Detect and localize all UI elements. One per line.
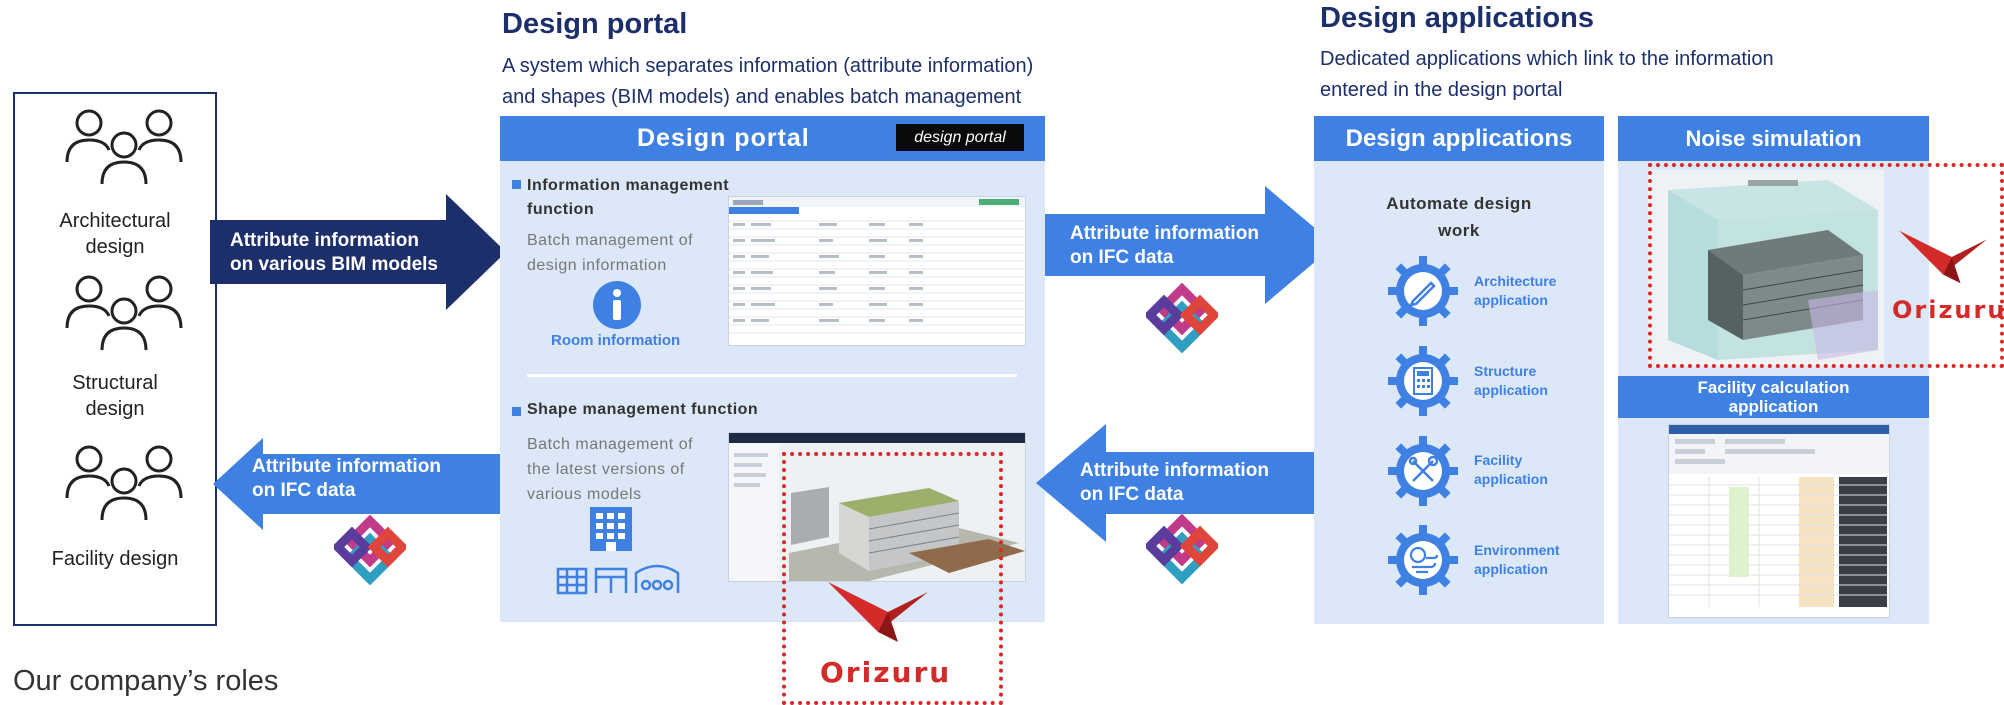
portal-bar-title: Design portal: [637, 124, 810, 152]
app-line: Facility: [1474, 452, 1523, 468]
automate-label: Automate design work: [1314, 190, 1604, 244]
facility-calc-thumbnail: [1669, 425, 1889, 607]
facility-calc-line: application: [1728, 397, 1819, 416]
facility-app-label: Facility application: [1474, 451, 1548, 489]
arrow-line: on IFC data: [1080, 484, 1184, 505]
role-label-architectural: Architectural design: [15, 208, 215, 260]
ifc-logo-icon: [1146, 514, 1218, 584]
arrow-ifc-left-label: Attribute information on IFC data: [252, 455, 441, 503]
info-management-title: Information management function: [527, 174, 729, 222]
orizuru-brand-label: Orizuru: [1892, 296, 2004, 324]
info-screenshot: [728, 196, 1026, 346]
people-icon: [65, 445, 183, 520]
automate-line: work: [1438, 221, 1480, 240]
roles-box: Architectural design Structural design F…: [13, 92, 217, 626]
arrow-bim-label: Attribute information on various BIM mod…: [230, 229, 438, 277]
ifc-logo-icon: [1146, 283, 1218, 353]
shape-management-title: Shape management function: [527, 401, 759, 418]
arrow-line: on various BIM models: [230, 254, 438, 275]
desc-line: entered in the design portal: [1320, 79, 1563, 101]
portal-divider: [527, 374, 1017, 377]
app-line: Architecture: [1474, 273, 1557, 289]
arrow-line: on IFC data: [1070, 247, 1174, 268]
role-line: Architectural: [59, 210, 171, 232]
orizuru-brand-label: Orizuru: [820, 656, 952, 689]
room-information-label: Room information: [551, 332, 681, 349]
environment-app-label: Environment application: [1474, 541, 1560, 579]
tools-gear-icon: [1388, 436, 1458, 506]
desc-line: various models: [527, 486, 642, 503]
architecture-app-label: Architecture application: [1474, 272, 1556, 310]
title-line: function: [527, 201, 595, 218]
role-label-structural: Structural design: [15, 370, 215, 422]
role-line: design: [85, 236, 145, 258]
facility-calc-screenshot: [1668, 424, 1890, 618]
title-line: Information management: [527, 177, 730, 194]
calculator-gear-icon: [1388, 346, 1458, 416]
shape-management-desc: Batch management of the latest versions …: [527, 432, 693, 507]
portal-description: A system which separates information (at…: [502, 51, 1033, 113]
desc-line: Batch management of: [527, 436, 694, 453]
app-line: Structure: [1474, 363, 1537, 379]
apps-panel: [1314, 116, 1604, 624]
facility-calc-line: Facility calculation: [1697, 378, 1850, 397]
pencil-gear-icon: [1388, 256, 1458, 326]
app-line: application: [1474, 292, 1548, 308]
arrow-left-blue: [213, 438, 503, 530]
arrow-line: Attribute information: [1070, 223, 1259, 244]
desc-line: and shapes (BIM models) and enables batc…: [502, 86, 1022, 108]
bim-model-thumbnail: [729, 433, 1025, 581]
arrow-line: Attribute information: [252, 456, 441, 477]
noise-model-thumbnail: [1668, 180, 1878, 360]
desc-line: Batch management of: [527, 232, 694, 249]
bullet-icon: [512, 407, 521, 416]
apps-bar: Design applications: [1314, 116, 1604, 161]
arrow-left-blue: [1036, 424, 1316, 542]
info-icon: [593, 281, 641, 329]
structure-app-label: Structure application: [1474, 362, 1548, 400]
desc-line: design information: [527, 257, 667, 274]
orizuru-crane-icon: [1899, 230, 1987, 284]
bullet-icon: [512, 180, 521, 189]
design-portal-logo: design portal: [896, 124, 1024, 151]
spreadsheet-thumbnail: [729, 197, 1025, 334]
apps-heading: Design applications: [1320, 2, 1594, 34]
app-line: Environment: [1474, 542, 1560, 558]
info-management-desc: Batch management of design information: [527, 228, 693, 278]
people-icon: [65, 109, 183, 184]
role-line: Structural: [72, 372, 158, 394]
arrow-line: Attribute information: [230, 230, 419, 251]
arrow-right-navy: [210, 194, 506, 310]
app-line: application: [1474, 471, 1548, 487]
desc-line: the latest versions of: [527, 461, 685, 478]
building-types-icon: [556, 564, 680, 595]
orizuru-highlight-portal: [782, 452, 1003, 705]
desc-line: A system which separates information (at…: [502, 55, 1034, 77]
desc-line: Dedicated applications which link to the…: [1320, 48, 1774, 70]
arrow-line: on IFC data: [252, 480, 356, 501]
roles-caption: Our company’s roles: [13, 665, 279, 697]
model-screenshot: [728, 432, 1026, 582]
noise-screenshot: [1648, 170, 1884, 366]
arrow-line: Attribute information: [1080, 460, 1269, 481]
ifc-logo-icon: [334, 515, 406, 585]
noise-bar: Noise simulation: [1618, 116, 1929, 161]
role-line: design: [85, 398, 145, 420]
arrow-right-blue: [1045, 186, 1335, 304]
arrow-ifc-bottom-label: Attribute information on IFC data: [1080, 459, 1269, 507]
role-label-facility: Facility design: [51, 548, 179, 570]
orizuru-crane-icon: [828, 582, 928, 642]
portal-heading: Design portal: [502, 8, 688, 40]
app-line: application: [1474, 382, 1548, 398]
apps-description: Dedicated applications which link to the…: [1320, 44, 1774, 106]
facility-calc-bar: Facility calculation application: [1618, 376, 1929, 418]
app-line: application: [1474, 561, 1548, 577]
automate-line: Automate design: [1386, 194, 1532, 213]
orizuru-highlight-noise: [1648, 163, 2004, 368]
people-icon: [65, 275, 183, 350]
building-icon: [590, 507, 632, 551]
wind-gear-icon: [1388, 525, 1458, 595]
arrow-ifc-top-label: Attribute information on IFC data: [1070, 222, 1259, 270]
